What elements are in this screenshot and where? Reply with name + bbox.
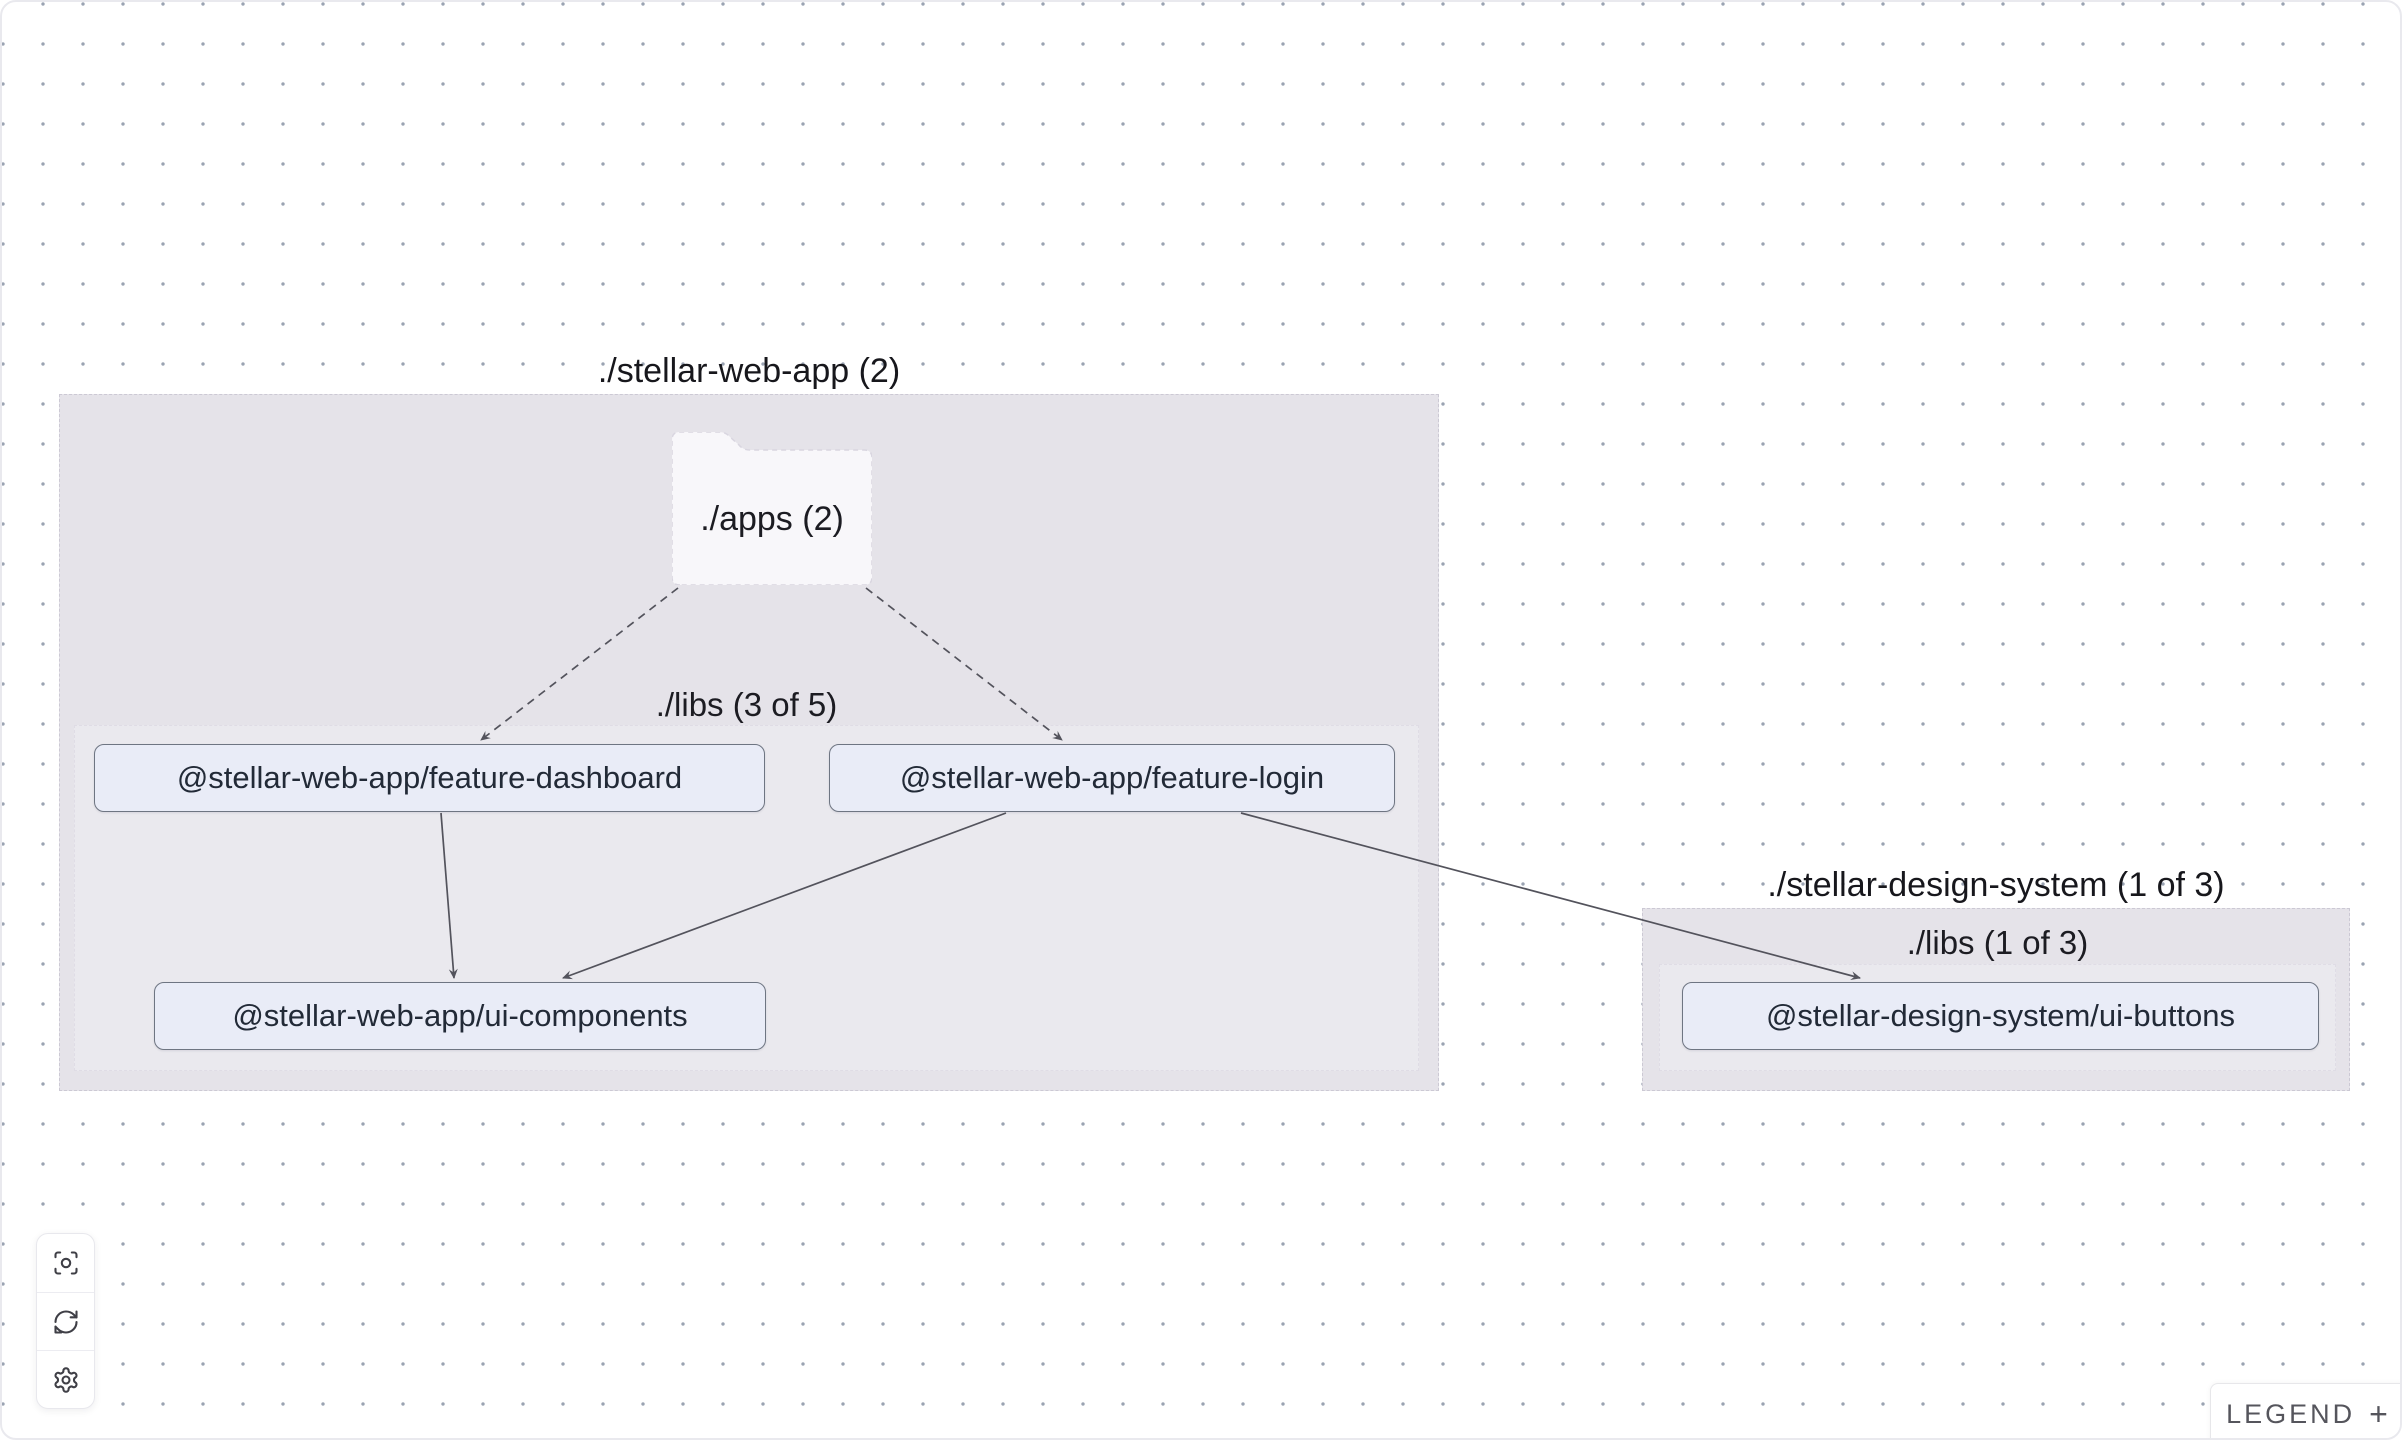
settings-button[interactable]: [37, 1350, 94, 1408]
refresh-button[interactable]: [37, 1292, 94, 1350]
focus-button[interactable]: [37, 1234, 94, 1292]
node-apps-folder-label: ./apps (2): [700, 500, 844, 538]
node-feature-login-label: @stellar-web-app/feature-login: [899, 760, 1325, 795]
legend-toggle[interactable]: LEGEND +: [2210, 1383, 2400, 1438]
group-label-stellar-design-system: ./stellar-design-system (1 of 3): [1767, 866, 2225, 904]
subgroup-label-web-app-libs: ./libs (3 of 5): [655, 686, 838, 723]
plus-icon: +: [2369, 1395, 2388, 1432]
graph-toolbar: [36, 1233, 95, 1409]
node-apps-folder[interactable]: ./apps (2): [672, 432, 872, 585]
group-label-stellar-web-app: ./stellar-web-app (2): [597, 352, 901, 390]
subgroup-label-design-system-libs: ./libs (1 of 3): [1906, 924, 2089, 961]
legend-label: LEGEND: [2226, 1398, 2356, 1429]
focus-icon: [53, 1251, 78, 1275]
refresh-icon: [53, 1309, 78, 1334]
node-ui-buttons[interactable]: @stellar-design-system/ui-buttons: [1682, 982, 2319, 1050]
node-feature-dashboard[interactable]: @stellar-web-app/feature-dashboard: [94, 744, 765, 812]
node-feature-login[interactable]: @stellar-web-app/feature-login: [829, 744, 1395, 812]
node-ui-components-label: @stellar-web-app/ui-components: [232, 998, 688, 1033]
gear-icon: [53, 1366, 78, 1393]
node-ui-components[interactable]: @stellar-web-app/ui-components: [154, 982, 766, 1050]
node-feature-dashboard-label: @stellar-web-app/feature-dashboard: [176, 760, 683, 795]
folder-icon: [672, 432, 872, 585]
node-ui-buttons-label: @stellar-design-system/ui-buttons: [1765, 998, 2236, 1033]
